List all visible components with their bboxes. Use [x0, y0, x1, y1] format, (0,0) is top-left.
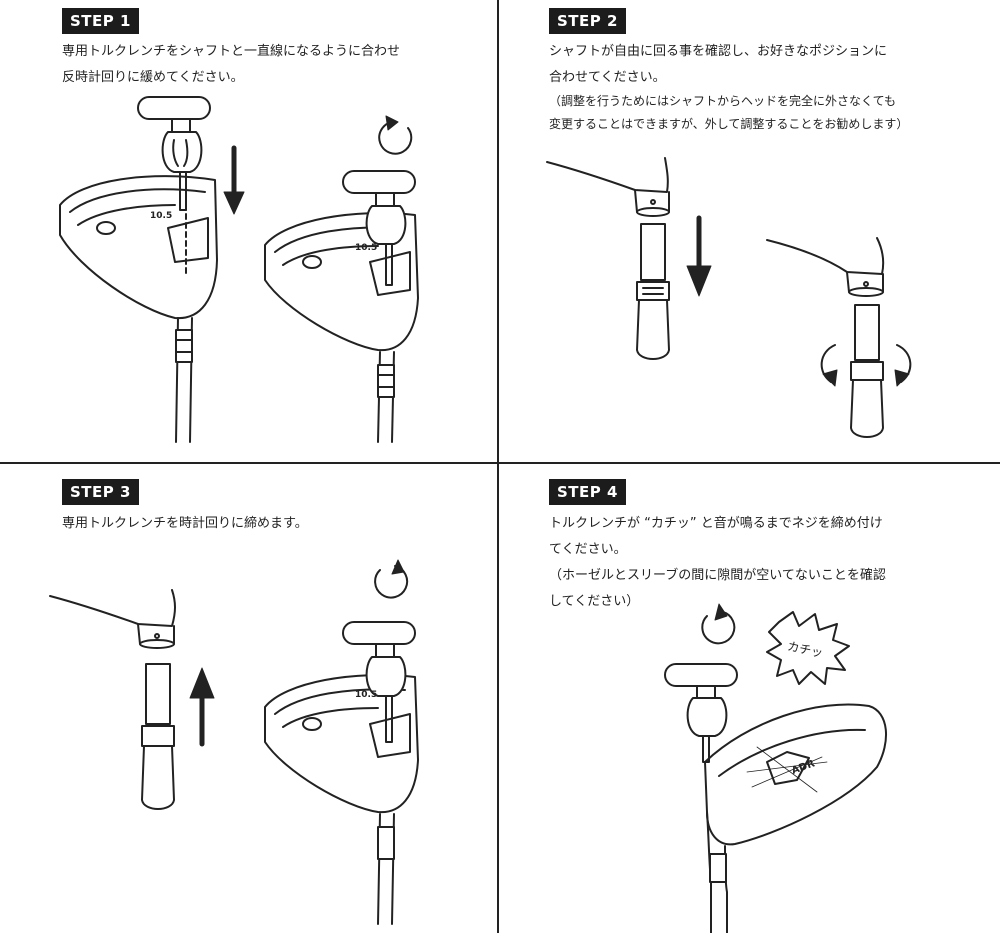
step-1-loft-label-2: 10.5	[355, 243, 377, 253]
step-2-illustration	[546, 157, 912, 438]
step-3-loft-label: 10.5	[355, 690, 377, 700]
step-1-illustration: 10.5 10.5	[59, 96, 419, 443]
step-4-line-1: トルクレンチが “カチッ” と音が鳴るまでネジを締め付け	[549, 516, 883, 531]
step-3-line-1: 専用トルクレンチを時計回りに締めます。	[62, 516, 308, 531]
step-2-line-2: 合わせてください。	[549, 70, 666, 85]
step-2-line-1: シャフトが自由に回る事を確認し、お好きなポジションに	[549, 44, 888, 59]
step-1-line-1: 専用トルクレンチをシャフトと一直線になるように合わせ	[62, 44, 401, 59]
step-1-line-2: 反時計回りに緩めてください。	[62, 70, 244, 85]
step-4-illustration: カチッ ADR	[664, 603, 888, 933]
step-3-badge: STEP 3	[62, 479, 139, 505]
step-2-note-1: （調整を行うためにはシャフトからヘッドを完全に外さなくても	[549, 94, 897, 108]
step-1-loft-label: 10.5	[150, 211, 172, 221]
burst-bubble-icon	[766, 611, 850, 685]
step-4-line-2: てください。	[549, 542, 627, 557]
step-4-line-3: （ホーゼルとスリーブの間に隙間が空いてないことを確認	[549, 568, 886, 583]
step-3-illustration: 10.5	[49, 559, 419, 925]
step-1-badge: STEP 1	[62, 8, 139, 34]
horizontal-divider	[0, 462, 1000, 464]
step-4-line-4: してください）	[549, 594, 640, 609]
step-2-badge: STEP 2	[549, 8, 626, 34]
vertical-divider	[497, 0, 499, 933]
step-4-badge: STEP 4	[549, 479, 626, 505]
step-2-note-2: 変更することはできますが、外して調整することをお勧めします）	[549, 117, 909, 131]
